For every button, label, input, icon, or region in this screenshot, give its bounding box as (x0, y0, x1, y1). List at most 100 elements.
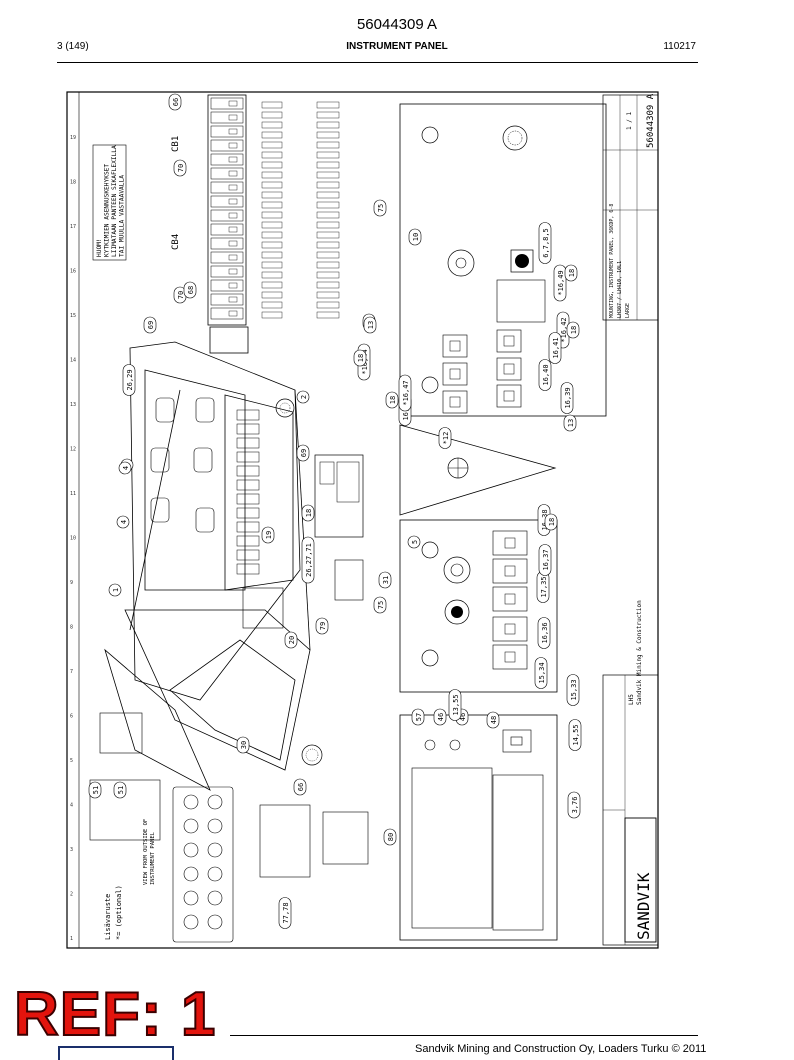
breaker-module (210, 195, 244, 208)
callout-bubble: 16,37 (538, 544, 552, 576)
header-rule (57, 62, 698, 63)
grid-number: 12 (70, 447, 76, 453)
gauge-slot (195, 507, 215, 533)
callout-label: 30 (240, 741, 248, 749)
callout-bubble: 20 (284, 631, 298, 649)
fuse-tag (316, 261, 340, 269)
cb1-label: CB1 (171, 136, 181, 152)
bracket-plate (399, 424, 557, 516)
breaker-module (210, 111, 244, 124)
callout-label: 18 (389, 396, 397, 404)
callout-bubble: 26,27,71 (301, 536, 315, 584)
callout-label: 69 (147, 321, 155, 329)
callout-label: 16,37 (542, 549, 550, 570)
round-switch (183, 818, 199, 834)
callout-label: *12 (442, 432, 450, 445)
callout-label: 66 (172, 98, 180, 106)
fuse-tag (261, 211, 283, 219)
callout-bubble: 2 (296, 390, 310, 404)
callout-bubble: *12 (438, 427, 452, 449)
fuse-tag (316, 131, 340, 139)
view-note-1: VIEW FROM OUTSIDE OF (143, 819, 149, 885)
grid-number: 19 (70, 135, 76, 141)
callout-bubble: *16,47 (398, 374, 412, 412)
rocker-switch (496, 384, 522, 408)
panel-lower (399, 714, 558, 941)
breaker-module (210, 265, 244, 278)
notice-line-3: LIIMATAAN PANTEEN SIKAFLEXILLA (111, 145, 118, 257)
rocker-switch (492, 530, 528, 556)
round-switch (207, 842, 223, 858)
callout-label: 3,76 (571, 797, 579, 814)
callout-label: 15,33 (570, 679, 578, 700)
callout-label: 17,35 (540, 576, 548, 597)
title-company: Sandvik Mining & Construction (636, 600, 643, 705)
rocker-switch (442, 362, 468, 386)
page-date: 110217 (663, 41, 696, 52)
grid-number: 11 (70, 491, 76, 497)
callout-label: 1 (112, 588, 120, 592)
callout-label: 13 (367, 321, 375, 329)
relay-slot (236, 423, 260, 435)
fuse-tag (316, 191, 340, 199)
page-number: 3 (149) (57, 41, 89, 52)
rocker-switch (442, 334, 468, 358)
fuse-tag (261, 121, 283, 129)
relay-slot (236, 437, 260, 449)
grid-number: 6 (70, 714, 73, 720)
round-switch (183, 842, 199, 858)
fuse-tag (316, 281, 340, 289)
drawing-frame (66, 91, 659, 949)
fuse-tag (261, 131, 283, 139)
fuse-tag (261, 291, 283, 299)
grid-number: 5 (70, 758, 73, 764)
callout-bubble: 14,55 (568, 719, 582, 751)
rocker-switch (442, 390, 468, 414)
notice-line-4: TAI MUULLA VASTAAVALLA (119, 175, 126, 257)
fuse-tag (316, 151, 340, 159)
callout-label: 18 (568, 269, 576, 277)
callout-label: 51 (117, 786, 125, 794)
fuse-tag (261, 221, 283, 229)
callout-bubble: 70 (173, 159, 187, 177)
fuse-tag (316, 241, 340, 249)
grid-number: 4 (70, 803, 73, 809)
callout-bubble: 66 (293, 778, 307, 796)
breaker-module (210, 167, 244, 180)
callout-bubble: 16,40 (538, 359, 552, 391)
callout-bubble: 79 (315, 617, 329, 635)
callout-label: 66 (297, 783, 305, 791)
callout-label: 14,55 (572, 724, 580, 745)
round-switch (183, 794, 199, 810)
callout-bubble: 69 (296, 444, 310, 462)
fuse-tag (316, 301, 340, 309)
callout-bubble: 18 (353, 349, 367, 367)
callout-bubble: 51 (113, 781, 127, 799)
callout-bubble: 4 (116, 515, 130, 529)
grid-number: 13 (70, 402, 76, 408)
callout-bubble: 66 (168, 93, 182, 111)
callout-bubble: *16,49 (553, 264, 567, 302)
gauge-slot (150, 497, 170, 523)
grid-number: 17 (70, 224, 76, 230)
callout-bubble: 1 (108, 583, 122, 597)
relay-slot (236, 409, 260, 421)
callout-bubble: 18 (564, 264, 578, 282)
title-block: MOUNTING, INSTRUMENT PANEL, 36KDP, 6-8 L… (602, 93, 659, 946)
grid-number: 16 (70, 269, 76, 275)
panel-upper (399, 103, 607, 417)
callout-label: 13,55 (452, 694, 460, 715)
callout-label: 70 (177, 164, 185, 172)
fuse-tag (261, 271, 283, 279)
round-switch (183, 866, 199, 882)
footer-logo (58, 1046, 174, 1060)
circuit-breaker-rail (207, 94, 340, 354)
label-area (492, 774, 544, 931)
callout-label: 68 (187, 286, 195, 294)
breaker-module (210, 97, 244, 110)
callout-bubble: 3,76 (567, 791, 581, 819)
relay-slot (236, 507, 260, 519)
notice-line-1: HUOM! (96, 238, 103, 257)
notice-line-2: KYTKIMIEN ASENNUSKEHYKSET (104, 164, 111, 257)
